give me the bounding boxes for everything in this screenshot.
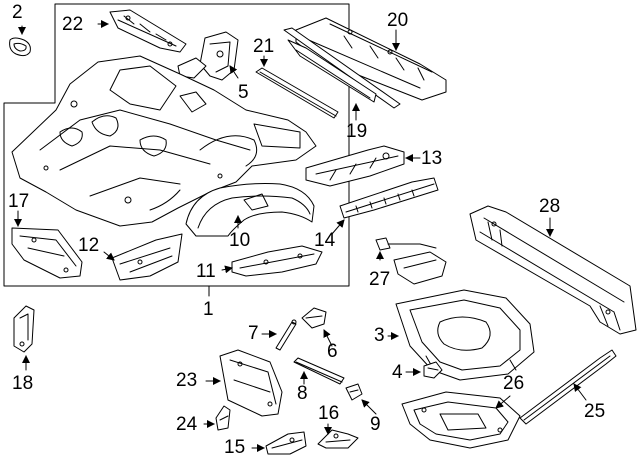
part-27-bracket xyxy=(375,237,447,285)
callout-17: 17 xyxy=(8,191,30,212)
part-2-plug xyxy=(9,37,31,57)
callout-6: 6 xyxy=(327,341,338,362)
part-5-bracket xyxy=(177,31,239,81)
part-26-tray xyxy=(401,391,521,449)
callout-11: 11 xyxy=(196,261,216,282)
part-13-panel xyxy=(305,145,405,187)
callout-2: 2 xyxy=(12,2,23,23)
callout-13: 13 xyxy=(421,148,443,169)
part-18-bracket xyxy=(13,305,35,353)
callout-24: 24 xyxy=(176,414,198,435)
part-12-bracket xyxy=(111,233,183,281)
callout-20: 20 xyxy=(387,10,409,31)
callout-1: 1 xyxy=(203,299,214,320)
part-15-bracket xyxy=(265,431,307,455)
part-28-bumper-beam xyxy=(469,205,637,335)
callout-15: 15 xyxy=(224,437,246,458)
part-22-rear-panel xyxy=(109,9,187,53)
callout-18: 18 xyxy=(12,373,34,394)
callout-28: 28 xyxy=(539,196,561,217)
part-25-rod xyxy=(519,349,617,425)
part-23-panel xyxy=(219,349,283,417)
callout-16: 16 xyxy=(318,403,340,424)
part-14-rail xyxy=(339,177,439,219)
callout-26: 26 xyxy=(503,373,525,394)
callout-19: 19 xyxy=(346,121,368,142)
callout-27: 27 xyxy=(369,269,391,290)
part-8-rod xyxy=(293,357,345,385)
part-1-floor-assembly xyxy=(11,55,317,227)
part-19-rail xyxy=(283,27,401,109)
part-16-bracket xyxy=(317,429,359,449)
callout-14: 14 xyxy=(314,230,336,251)
callout-22: 22 xyxy=(62,14,84,35)
part-17-bracket xyxy=(11,227,83,279)
callout-3: 3 xyxy=(374,325,385,346)
part-21-rod xyxy=(255,67,339,119)
callout-12: 12 xyxy=(78,235,100,256)
callout-25: 25 xyxy=(584,401,606,422)
callout-7: 7 xyxy=(248,323,259,344)
callout-9: 9 xyxy=(370,414,381,435)
part-11-bracket xyxy=(231,245,323,277)
callout-10: 10 xyxy=(229,230,251,251)
part-24-bracket xyxy=(215,405,231,431)
callout-5: 5 xyxy=(238,82,249,103)
callout-21: 21 xyxy=(253,36,275,57)
group-1-frame xyxy=(3,3,350,287)
callout-23: 23 xyxy=(176,370,198,391)
part-7-pin xyxy=(275,319,297,351)
part-3-spare-well xyxy=(395,289,535,381)
part-9-clip xyxy=(345,383,363,401)
part-10-wheelhouse xyxy=(185,183,315,237)
callout-4: 4 xyxy=(392,362,403,383)
callout-8: 8 xyxy=(297,383,308,404)
part-4-clip xyxy=(423,361,443,379)
part-6-bracket xyxy=(301,307,327,329)
